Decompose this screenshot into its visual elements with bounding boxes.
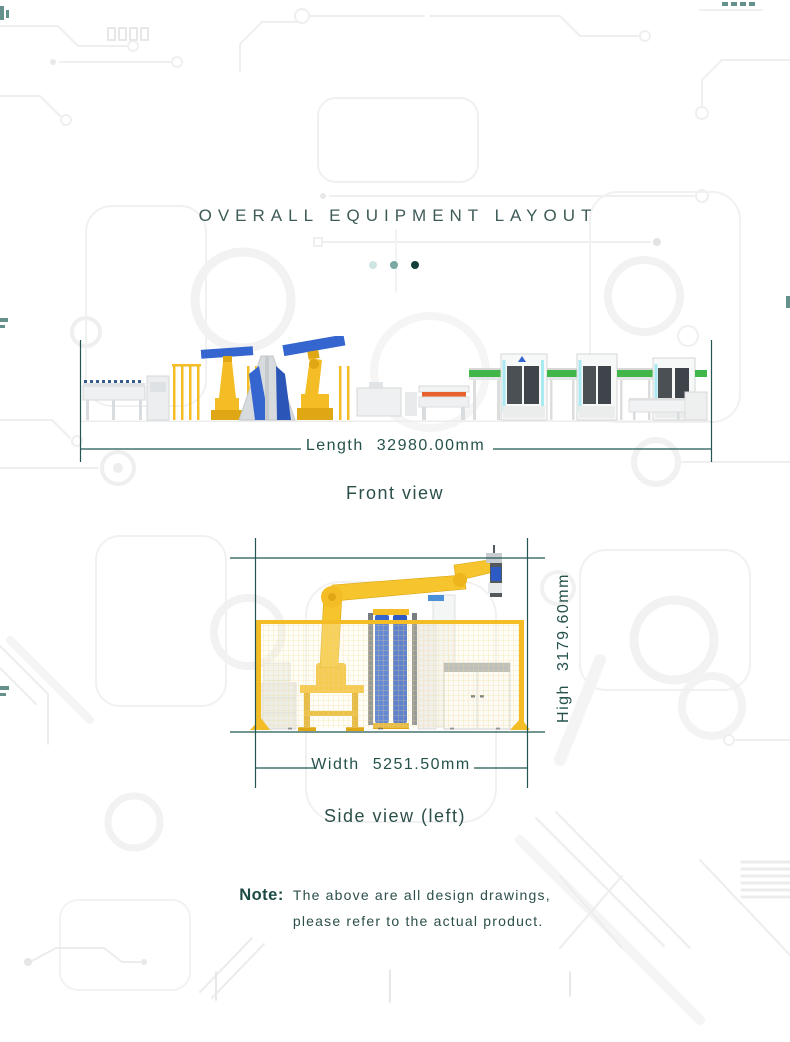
note-block: Note: The above are all design drawings,… bbox=[0, 882, 790, 934]
note-lines: The above are all design drawings, pleas… bbox=[293, 882, 551, 934]
width-label: Width bbox=[311, 756, 360, 773]
width-value: 5251.50mm bbox=[372, 756, 471, 773]
transfer-unit bbox=[356, 382, 417, 417]
laminating-table bbox=[418, 385, 470, 420]
side-view-caption: Side view (left) bbox=[323, 806, 467, 826]
outfeed-conveyor bbox=[628, 370, 708, 421]
floor-anchor-marks bbox=[288, 727, 500, 730]
note-label: Note: bbox=[239, 886, 284, 904]
control-cabinet bbox=[146, 375, 170, 421]
robot-arm-1 bbox=[200, 346, 254, 420]
title-accent-dots bbox=[369, 261, 419, 269]
dot-dark bbox=[411, 261, 419, 269]
front-view-figure: Length 32980.00mm bbox=[73, 336, 718, 466]
front-view-caption: Front view bbox=[345, 483, 445, 503]
length-label: Length bbox=[305, 437, 364, 454]
length-value: 32980.00mm bbox=[376, 437, 486, 454]
height-dimension-label: High 3179.60mm bbox=[555, 562, 577, 734]
front-view-drawing bbox=[79, 336, 713, 462]
robot-arm-2 bbox=[282, 336, 346, 420]
dot-mid bbox=[390, 261, 398, 269]
dot-light bbox=[369, 261, 377, 269]
a-frame-glass-rack bbox=[238, 355, 296, 421]
high-label: High bbox=[555, 684, 572, 723]
note-line-1: The above are all design drawings, bbox=[292, 887, 551, 903]
page-title: OVERALL EQUIPMENT LAYOUT bbox=[198, 206, 598, 225]
glass-loading-robots bbox=[172, 336, 350, 421]
length-dimension-label: Length 32980.00mm bbox=[73, 437, 718, 461]
note-line-2: please refer to the actual product. bbox=[292, 913, 544, 929]
green-conveyor-2 bbox=[547, 368, 577, 420]
safety-fence bbox=[250, 620, 530, 730]
green-conveyor-1 bbox=[469, 368, 503, 420]
infeed-conveyor bbox=[82, 380, 146, 420]
length-dimension-lines bbox=[79, 340, 713, 462]
side-view-figure: Width 5251.50mm High 3179.60mm bbox=[228, 535, 588, 797]
width-dimension-label: Width 5251.50mm bbox=[228, 756, 554, 780]
side-view-drawing bbox=[230, 538, 545, 788]
side-dimension-lines bbox=[230, 538, 545, 788]
high-value: 3179.60mm bbox=[555, 573, 572, 672]
process-module-1 bbox=[500, 353, 548, 421]
process-module-2 bbox=[576, 353, 618, 421]
